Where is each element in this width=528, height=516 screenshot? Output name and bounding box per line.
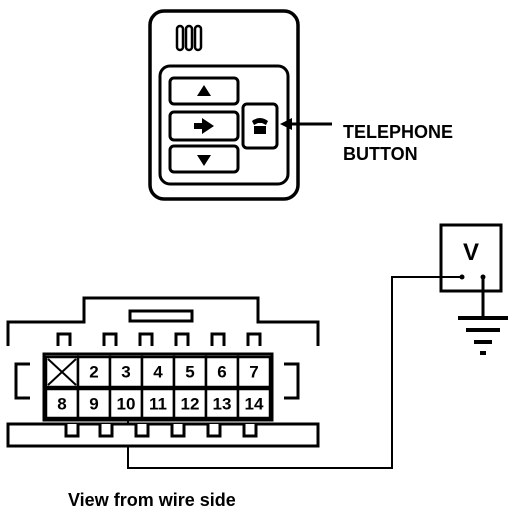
terminal-label: 9 <box>89 395 98 414</box>
three-bar-indicator-icon <box>175 24 203 52</box>
voltmeter-label: V <box>463 239 479 266</box>
connector-top-ribs <box>56 332 262 346</box>
callout-arrowhead-icon <box>280 118 292 130</box>
triangle-up-icon <box>197 85 211 96</box>
terminal-label: 13 <box>213 395 232 414</box>
voltmeter: V <box>439 223 503 293</box>
terminal-cavity-14: 14 <box>236 387 272 420</box>
callout-label-line2: BUTTON <box>343 144 418 164</box>
terminal-label: 6 <box>217 363 226 382</box>
terminal-label: 3 <box>121 363 130 382</box>
terminal-cavity-4: 4 <box>140 355 176 389</box>
terminal-label: 5 <box>185 363 194 382</box>
telephone-button[interactable] <box>241 102 279 150</box>
connector-bottom-ribs <box>64 424 258 438</box>
terminal-cavity-6: 6 <box>204 355 240 389</box>
probe-wire <box>127 276 462 469</box>
terminal-label: 10 <box>117 395 136 414</box>
terminal-label: 7 <box>249 363 258 382</box>
terminal-label: 14 <box>245 395 264 414</box>
terminal-cavity-9: 9 <box>76 387 112 420</box>
connector-bottom-shell <box>6 422 320 448</box>
terminal-label: 12 <box>181 395 200 414</box>
terminal-label: 4 <box>153 363 163 382</box>
callout-label-line1: TELEPHONE <box>343 122 453 142</box>
terminal-cavity-13: 13 <box>204 387 240 420</box>
arrow-right-icon <box>194 118 214 134</box>
up-button[interactable] <box>168 76 240 106</box>
voltmeter-box <box>439 223 503 293</box>
terminal-cavity-3: 3 <box>108 355 144 389</box>
down-button[interactable] <box>168 144 240 174</box>
connector-left-bracket <box>14 362 30 400</box>
terminal-label: 8 <box>57 395 66 414</box>
switch-panel <box>148 9 300 201</box>
terminal-cavity-10: 10 <box>108 387 144 420</box>
connector-lock-tab <box>128 309 194 323</box>
terminal-cavity-11: 11 <box>140 387 176 420</box>
ground-symbol-icon <box>458 277 508 355</box>
terminal-cavity-12: 12 <box>172 387 208 420</box>
connector-right-bracket <box>284 362 300 400</box>
terminal-label: 11 <box>149 395 167 414</box>
terminal-label: 2 <box>89 363 98 382</box>
terminal-cavity-5: 5 <box>172 355 208 389</box>
telephone-button-callout: TELEPHONE BUTTON <box>280 118 453 164</box>
triangle-down-icon <box>197 155 211 166</box>
terminal-cavity-1 <box>44 355 80 389</box>
diagram-caption: View from wire side <box>68 490 236 510</box>
terminal-cavity-8: 8 <box>44 387 80 420</box>
terminal-cavity-2: 2 <box>76 355 112 389</box>
connector: 2 3 4 5 6 7 8 9 10 11 12 13 14 <box>6 296 320 448</box>
telephone-icon <box>252 118 268 134</box>
x-mark-icon <box>47 358 77 386</box>
terminal-cavity-7: 7 <box>236 355 272 389</box>
connector-terminal-grid: 2 3 4 5 6 7 8 9 10 11 12 13 14 <box>44 355 272 420</box>
enter-button[interactable] <box>168 110 240 142</box>
